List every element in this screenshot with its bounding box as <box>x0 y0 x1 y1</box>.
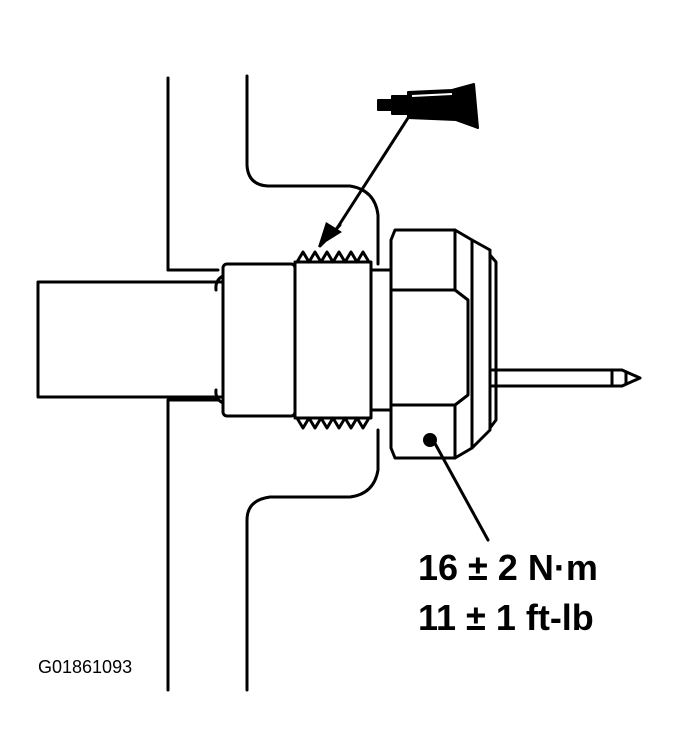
sealant-arrowhead <box>318 222 342 247</box>
torque-leader-line <box>430 436 490 542</box>
sealant-leader-line <box>330 116 410 238</box>
figure-id-label: G01861093 <box>38 657 133 677</box>
sealant-tube-icon <box>377 83 479 129</box>
torque-target-dot <box>423 433 437 447</box>
engine-block-wall-part <box>166 74 380 692</box>
torque-spec-metric: 16 ± 2 N·m <box>418 547 598 588</box>
torque-spec-imperial: 11 ± 1 ft-lb <box>418 597 594 638</box>
sender-unit-part <box>36 250 642 430</box>
hex-nut-part <box>389 228 498 460</box>
